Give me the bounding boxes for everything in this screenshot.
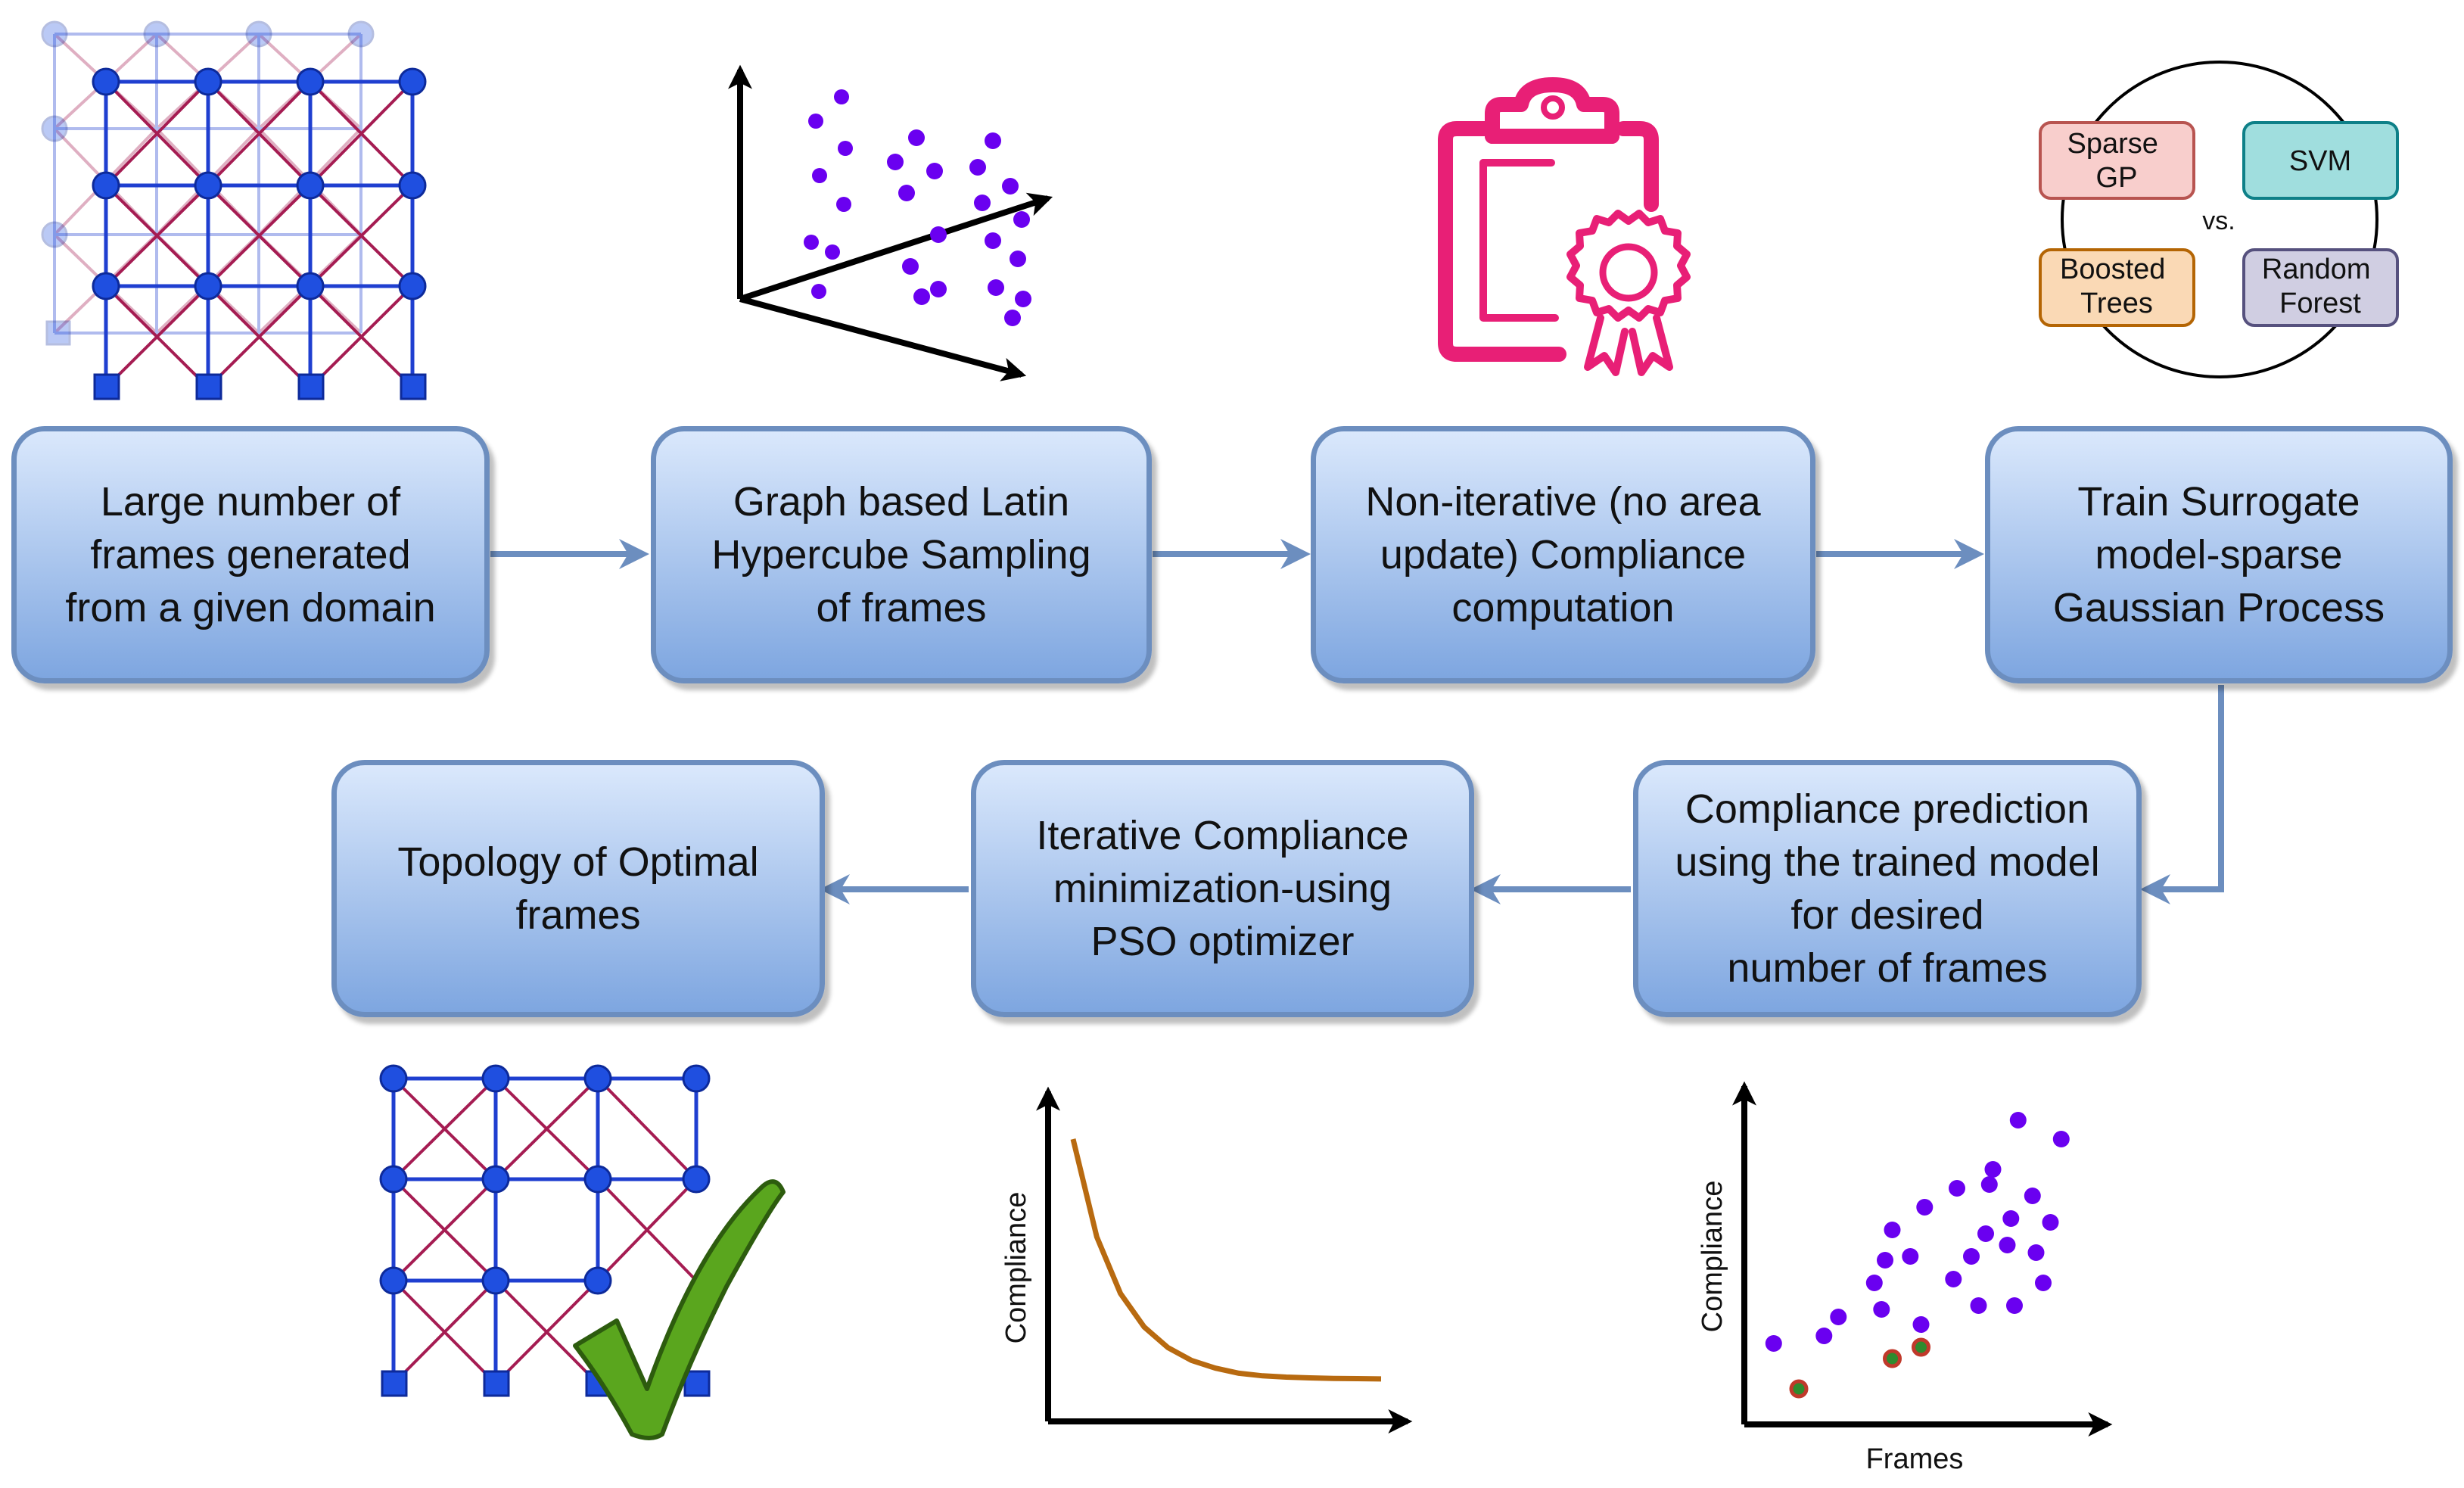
step-compliance-computation: Non-iterative (no area update) Complianc… <box>1311 426 1815 683</box>
svg-text:Boosted Trees: Boosted Trees <box>2060 254 2173 319</box>
scatter-point <box>2002 1210 2020 1227</box>
step-train-surrogate: Train Surrogate model-sparse Gaussian Pr… <box>1985 426 2453 683</box>
scatter-point <box>1884 1222 1901 1238</box>
scatter-point <box>1963 1248 1980 1265</box>
step-train-surrogate-label: Train Surrogate model-sparse Gaussian Pr… <box>2052 479 2385 630</box>
step-pso-minimization: Iterative Compliance minimization-using … <box>971 760 1474 1017</box>
optimal-scatter-point <box>1789 1379 1809 1399</box>
versus-label: vs. <box>2202 207 2235 235</box>
scatter-point <box>1945 1271 1962 1287</box>
scatter-point <box>1830 1309 1847 1325</box>
arrow-s4-s5 <box>2140 685 2224 904</box>
scatter-point <box>2024 1188 2041 1204</box>
sparse-gp-label-1: Sparse <box>2067 128 2158 160</box>
scatter-point <box>1877 1252 1893 1269</box>
scatter-point <box>2035 1275 2052 1291</box>
scatter-point <box>2027 1244 2045 1261</box>
step-lhs-sampling: Graph based Latin Hypercube Sampling of … <box>651 426 1152 683</box>
sparse-gp-card <box>2039 121 2195 200</box>
svg-text:Random Forest: Random Forest <box>2262 254 2378 319</box>
boosted-trees-label-2: Trees <box>2080 288 2153 319</box>
optimal-scatter-point <box>1912 1337 1930 1357</box>
random-forest-label-2: Forest <box>2279 288 2361 319</box>
flow-arrows <box>490 539 2224 904</box>
sparse-gp-label-2: GP <box>2096 162 2138 194</box>
scatter-point <box>1912 1316 1930 1333</box>
scatter-point <box>1977 1225 1994 1242</box>
convergence-ylabel: Compliance <box>1000 1192 1032 1344</box>
random-forest-label-1: Random <box>2262 254 2371 285</box>
scatter-point <box>2006 1297 2023 1314</box>
step-compliance-prediction-label: Compliance prediction using the trained … <box>1675 786 2100 991</box>
scatter-point <box>1980 1176 1998 1193</box>
scatter-point <box>1916 1199 1934 1216</box>
convergence-curve <box>1070 1138 1382 1382</box>
step-compliance-computation-label: Non-iterative (no area update) Complianc… <box>1365 479 1761 630</box>
lhs-sample-points <box>804 89 1031 326</box>
random-forest-card <box>2242 248 2399 327</box>
step-frame-generation: Large number of frames generated from a … <box>11 426 490 683</box>
scatter-point <box>1902 1248 1919 1265</box>
boosted-trees-label-1: Boosted <box>2060 254 2165 285</box>
prediction-scatter-chart: Compliance Frames <box>1697 1081 2113 1475</box>
scatter-point <box>2052 1131 2070 1147</box>
scatter-point <box>1873 1301 1890 1318</box>
step-optimal-topology-label: Topology of Optimal frames <box>397 839 759 938</box>
scatter-point <box>1999 1237 2016 1253</box>
convergence-chart: Compliance <box>1000 1086 1413 1434</box>
scatter-point <box>1815 1328 1833 1344</box>
lhs-sampling-icon <box>728 64 1053 381</box>
scatter-point <box>1765 1335 1782 1352</box>
scatter-point <box>2009 1112 2027 1128</box>
optimal-topology-icon <box>379 1064 786 1440</box>
model-comparison-icon: Sparse GP SVM Boosted Trees Random Fores… <box>2039 61 2399 378</box>
scatter-ylabel: Compliance <box>1697 1181 1728 1333</box>
checkmark-icon <box>573 1179 786 1440</box>
step-compliance-prediction: Compliance prediction using the trained … <box>1633 760 2142 1017</box>
step-pso-minimization-label: Iterative Compliance minimization-using … <box>1036 813 1409 964</box>
optimal-scatter-point <box>1883 1349 1902 1368</box>
scatter-point <box>1949 1180 1965 1197</box>
scatter-point <box>2042 1214 2059 1231</box>
scatter-point <box>1984 1161 2002 1178</box>
scatter-xlabel: Frames <box>1866 1443 1964 1475</box>
scatter-point <box>1970 1297 1987 1314</box>
svm-label: SVM <box>2289 145 2351 177</box>
boosted-trees-card <box>2039 248 2195 327</box>
step-frame-generation-label: Large number of frames generated from a … <box>65 479 436 630</box>
step-optimal-topology: Topology of Optimal frames <box>331 760 825 1017</box>
certificate-clipboard-icon <box>1438 77 1691 376</box>
scatter-point <box>1865 1275 1883 1291</box>
ground-structure-icon <box>41 20 427 400</box>
svg-text:Sparse GP: Sparse GP <box>2067 128 2167 194</box>
step-lhs-sampling-label: Graph based Latin Hypercube Sampling of … <box>711 479 1091 630</box>
svm-card <box>2242 121 2399 200</box>
